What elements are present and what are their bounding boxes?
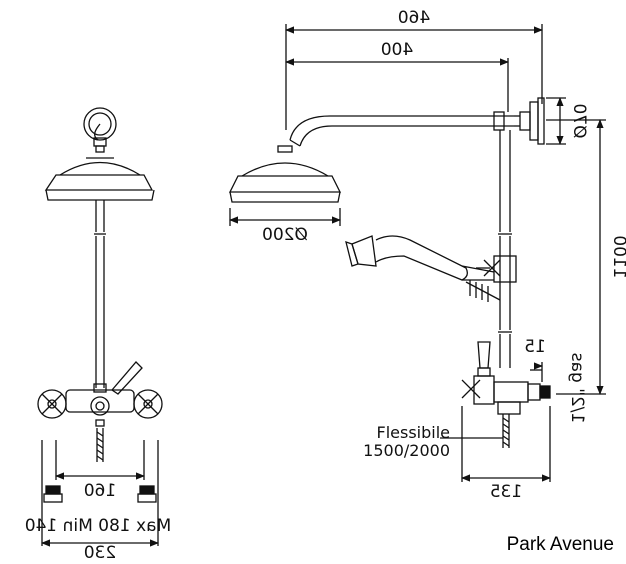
side-shower-arm <box>289 111 514 147</box>
hose-lengths-label: 1500/2000 <box>363 441 450 460</box>
side-wall-flange <box>514 97 545 145</box>
front-supply-fittings-outline <box>43 493 157 503</box>
dim-flange-diameter: Ø70 <box>569 103 589 138</box>
dim-connection: 1/2" gas <box>567 353 587 424</box>
brand-logo-text: Park Avenue <box>506 534 614 555</box>
dim-overall-valve-width: 230 <box>84 543 116 563</box>
dim-arm-length: 400 <box>381 40 413 60</box>
front-right-handle <box>133 389 163 419</box>
side-hand-shower <box>345 235 501 302</box>
dim-height: 1100 <box>609 235 626 278</box>
front-riser-pipe <box>94 200 106 388</box>
dim-centers: 160 <box>84 481 116 501</box>
dim-valve-offset: 15 <box>524 337 546 357</box>
front-lever <box>111 361 143 395</box>
dim-head-diameter: Ø200 <box>262 225 308 245</box>
side-riser-pipe <box>498 130 512 368</box>
front-left-handle <box>37 389 67 419</box>
dim-centers-range: Max 180 Min 140 <box>25 516 171 536</box>
front-hose <box>95 419 105 462</box>
front-wall-flange <box>83 107 117 141</box>
dim-valve-depth: 135 <box>490 482 522 502</box>
side-slider-bracket <box>476 255 517 283</box>
front-view <box>37 107 163 547</box>
side-shower-head <box>228 145 342 203</box>
side-mixer-valve <box>461 341 551 415</box>
side-hose <box>502 414 510 448</box>
front-shower-head <box>59 161 141 176</box>
dim-overall-width: 460 <box>398 8 430 28</box>
hose-title-label: Flessibile <box>377 423 451 442</box>
side-view <box>228 24 606 482</box>
